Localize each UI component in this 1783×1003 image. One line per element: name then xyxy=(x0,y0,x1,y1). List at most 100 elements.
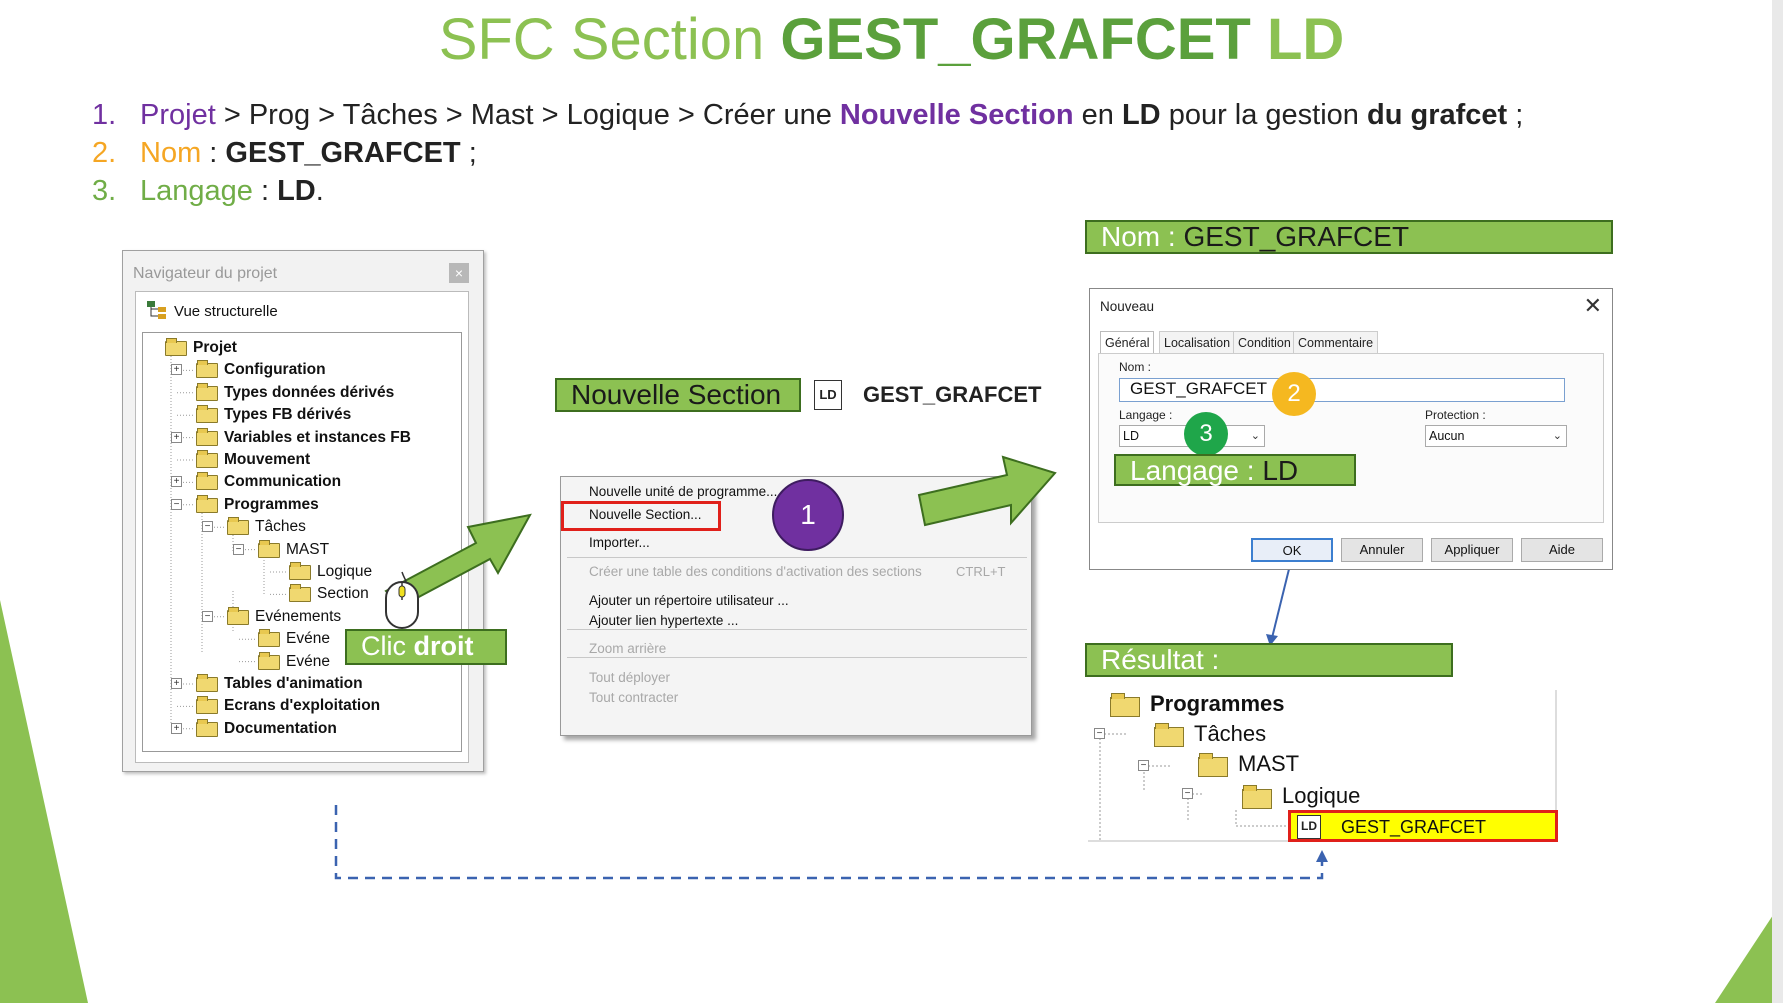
menu-item-add-user-directory[interactable]: Ajouter un répertoire utilisateur ... xyxy=(589,593,789,608)
tree-item[interactable]: Evéne xyxy=(258,651,330,673)
chevron-down-icon: ⌄ xyxy=(1552,430,1562,442)
tree-item[interactable]: Communication xyxy=(196,471,341,493)
folder-icon xyxy=(196,405,218,424)
expand-icon[interactable]: + xyxy=(171,431,182,443)
tree-item[interactable]: Evénements xyxy=(227,606,341,628)
cancel-button[interactable]: Annuler xyxy=(1341,538,1423,562)
menu-separator xyxy=(567,557,1027,558)
menu-item-collapse-all[interactable]: Tout contracter xyxy=(589,690,679,705)
ld-section-preview: LD xyxy=(814,380,842,410)
folder-icon xyxy=(196,674,218,692)
folder-icon xyxy=(196,472,218,491)
result-item-gest-grafcet[interactable]: LD GEST_GRAFCET xyxy=(1288,810,1558,842)
result-tree-item-mast[interactable]: MAST xyxy=(1198,750,1299,778)
protection-select-value: Aucun xyxy=(1429,429,1465,443)
tab-localisation[interactable]: Localisation xyxy=(1159,331,1236,353)
tree-item[interactable]: Documentation xyxy=(196,718,337,740)
menu-item-expand-all[interactable]: Tout déployer xyxy=(589,670,671,685)
collapse-icon[interactable]: − xyxy=(1182,788,1193,799)
ok-button[interactable]: OK xyxy=(1251,538,1333,562)
expand-icon[interactable]: + xyxy=(171,364,182,376)
close-icon[interactable]: × xyxy=(449,263,469,283)
result-tree-item-taches[interactable]: Tâches xyxy=(1154,720,1266,748)
result-tree-label: Tâches xyxy=(1194,721,1267,746)
folder-icon xyxy=(227,517,249,536)
ld-icon: LD xyxy=(1297,815,1321,839)
dashed-connector xyxy=(334,805,1324,880)
chevron-down-icon: ⌄ xyxy=(1250,430,1260,442)
expand-icon[interactable]: + xyxy=(171,678,182,689)
collapse-icon[interactable]: − xyxy=(1138,760,1149,771)
tree-item-label: Evéne xyxy=(286,630,330,648)
step-text: GEST_GRAFCET xyxy=(225,137,461,169)
tree-item-label: Documentation xyxy=(224,719,337,737)
langage-label-prefix: Langage : xyxy=(1130,455,1263,486)
result-tree-item-programmes[interactable]: Programmes xyxy=(1110,690,1285,718)
nom-field-label: Nom : xyxy=(1119,360,1152,374)
tree-item[interactable]: Tâches xyxy=(227,516,306,538)
tab-general[interactable]: Général xyxy=(1100,331,1155,353)
tree-item[interactable]: Ecrans d'exploitation xyxy=(196,695,380,717)
tree-item-label: Tâches xyxy=(255,518,306,536)
right-click-label-part1: Clic xyxy=(361,631,414,661)
tree-item[interactable]: Variables et instances FB xyxy=(196,427,411,449)
folder-icon xyxy=(165,338,187,356)
result-tree-label: Logique xyxy=(1282,783,1361,808)
expand-icon[interactable]: + xyxy=(171,476,182,488)
apply-button[interactable]: Appliquer xyxy=(1431,538,1513,562)
corner-triangle-left xyxy=(0,600,88,1003)
tree-item[interactable]: Evéne xyxy=(258,628,330,650)
menu-item-new-section[interactable]: Nouvelle Section... xyxy=(589,507,702,522)
step-badge-1: 1 xyxy=(772,479,844,551)
arrow-right-up-2 xyxy=(917,455,1057,527)
nouvelle-section-highlight xyxy=(561,501,721,531)
nom-field[interactable]: GEST_GRAFCET xyxy=(1119,378,1565,402)
instruction-step: 2.Nom : GEST_GRAFCET ; xyxy=(92,134,1523,172)
menu-item-zoom-out[interactable]: Zoom arrière xyxy=(589,641,667,656)
menu-item-create-activation-table[interactable]: Créer une table des conditions d'activat… xyxy=(589,564,922,579)
tree-item[interactable]: MAST xyxy=(258,539,329,561)
tree-item-label: Section xyxy=(317,585,369,603)
protection-select[interactable]: Aucun ⌄ xyxy=(1425,425,1567,447)
nouvelle-section-label: Nouvelle Section xyxy=(555,378,801,412)
tree-item[interactable]: Tables d'animation xyxy=(196,673,363,695)
langage-label: Langage : LD xyxy=(1114,454,1356,486)
structural-view-header[interactable]: Vue structurelle xyxy=(146,300,278,320)
collapse-icon[interactable]: − xyxy=(1094,728,1105,739)
step-text: : xyxy=(252,175,278,207)
folder-icon xyxy=(258,651,280,670)
step-text: pour la gestion xyxy=(1160,99,1367,131)
result-tree-item-logique[interactable]: Logique xyxy=(1242,782,1360,810)
folder-icon xyxy=(1110,693,1140,717)
tree-item[interactable]: Types FB dérivés xyxy=(196,404,351,426)
ok-to-result-line xyxy=(1271,564,1291,639)
tree-item[interactable]: Programmes xyxy=(196,494,319,516)
menu-item-new-program-unit[interactable]: Nouvelle unité de programme... xyxy=(589,484,778,499)
collapse-icon[interactable]: − xyxy=(171,498,182,510)
expand-icon[interactable]: + xyxy=(171,722,182,734)
tree-item[interactable]: Types données dérivés xyxy=(196,382,394,404)
tree-item[interactable]: Logique xyxy=(289,561,372,583)
tree-item[interactable]: Configuration xyxy=(196,359,326,381)
tree-item[interactable]: Section xyxy=(289,583,369,605)
menu-item-add-hyperlink[interactable]: Ajouter lien hypertexte ... xyxy=(589,613,739,628)
tab-condition[interactable]: Condition xyxy=(1233,331,1296,353)
help-button[interactable]: Aide xyxy=(1521,538,1603,562)
menu-item-shortcut: CTRL+T xyxy=(956,564,1006,579)
folder-icon xyxy=(227,606,249,625)
collapse-icon[interactable]: − xyxy=(202,521,213,533)
collapse-icon[interactable]: − xyxy=(233,543,244,555)
nom-label-prefix: Nom : xyxy=(1101,221,1184,252)
close-icon[interactable]: ✕ xyxy=(1583,293,1602,318)
collapse-icon[interactable]: − xyxy=(202,610,213,622)
step-text: ; xyxy=(460,137,477,169)
tree-item-label: Logique xyxy=(317,563,373,580)
step-text: ; xyxy=(1507,99,1524,131)
menu-separator xyxy=(567,629,1027,630)
tree-view-icon xyxy=(147,301,166,319)
tab-commentaire[interactable]: Commentaire xyxy=(1293,331,1379,353)
tree-item[interactable]: Projet xyxy=(165,337,237,359)
tree-item[interactable]: Mouvement xyxy=(196,449,310,471)
menu-item-import[interactable]: Importer... xyxy=(589,535,650,550)
